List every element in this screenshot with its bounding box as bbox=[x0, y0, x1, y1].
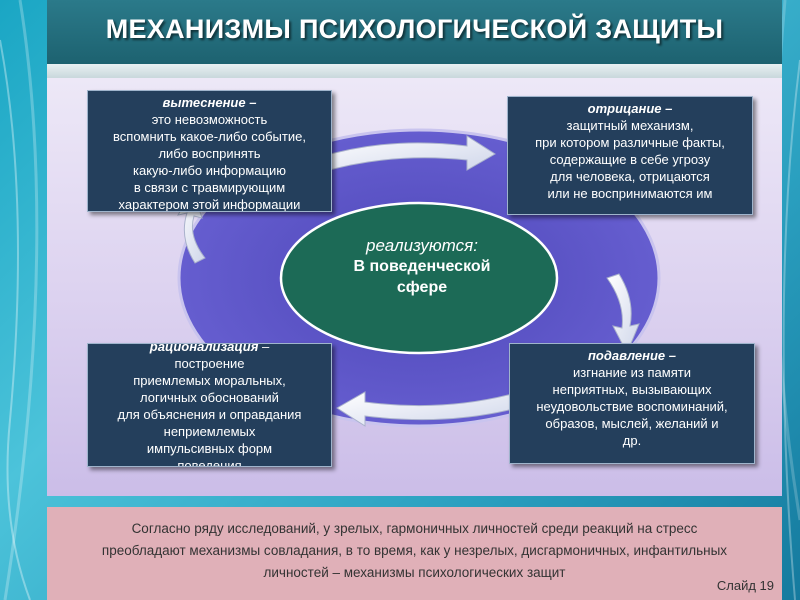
box-line: при котором различные факты, bbox=[535, 135, 725, 150]
arrow-right bbox=[606, 273, 640, 355]
footer-line: личностей – механизмы психологических за… bbox=[263, 565, 566, 580]
center-label: реализуются: В поведенческой сфере bbox=[283, 235, 561, 298]
slide-title: МЕХАНИЗМЫ ПСИХОЛОГИЧЕСКОЙ ЗАЩИТЫ bbox=[105, 14, 724, 44]
box-denial: отрицание – защитный механизм, при котор… bbox=[507, 96, 753, 215]
footer-line: Согласно ряду исследований, у зрелых, га… bbox=[131, 521, 698, 536]
box-line: вспомнить какое-либо событие, bbox=[113, 129, 306, 144]
box-line: изгнание из памяти bbox=[573, 365, 691, 380]
title-stripe bbox=[47, 64, 782, 78]
arrow-top bbox=[316, 135, 496, 173]
box-repression: вытеснение – это невозможность вспомнить… bbox=[87, 90, 332, 212]
title-bar bbox=[47, 0, 782, 64]
box-line: или не воспринимаются им bbox=[547, 186, 713, 201]
box-line: др. bbox=[622, 433, 642, 448]
box-line: для объяснения и оправдания bbox=[117, 407, 302, 422]
box-term: подавление – bbox=[587, 348, 676, 363]
box-line: приемлемых моральных, bbox=[133, 373, 286, 388]
arrow-bottom bbox=[336, 391, 518, 427]
box-term-suffix: – bbox=[258, 343, 270, 354]
box-line: содержащие в себе угрозу bbox=[549, 152, 711, 167]
box-term-line: рационализация – bbox=[88, 343, 331, 355]
box-line: это невозможность bbox=[151, 112, 268, 127]
center-line: сфере bbox=[396, 279, 448, 296]
box-line: для человека, отрицаются bbox=[550, 169, 710, 184]
box-line: образов, мыслей, желаний и bbox=[545, 416, 719, 431]
box-term: отрицание – bbox=[587, 101, 673, 116]
box-line: в связи с травмирующим bbox=[133, 180, 286, 195]
box-line: какую-либо информацию bbox=[133, 163, 286, 178]
box-line: поведения bbox=[177, 458, 242, 467]
box-line: защитный механизм, bbox=[566, 118, 694, 133]
footer-panel bbox=[47, 507, 782, 600]
center-line: В поведенческой bbox=[353, 258, 491, 275]
box-line: неудовольствие воспоминаний, bbox=[536, 399, 728, 414]
center-lead: реализуются: bbox=[366, 236, 478, 255]
box-term: рационализация bbox=[149, 343, 259, 354]
box-line: неприемлемых bbox=[163, 424, 256, 439]
box-line: характером этой информации bbox=[118, 197, 301, 212]
box-line: импульсивных форм bbox=[146, 441, 273, 456]
box-line: неприятных, вызывающих bbox=[552, 382, 712, 397]
footer-line: преобладают механизмы совладания, в то в… bbox=[101, 543, 728, 558]
box-rationalization: рационализация – построение приемлемых м… bbox=[87, 343, 332, 467]
center-ellipse bbox=[279, 201, 559, 355]
box-line: либо воспринять bbox=[158, 146, 261, 161]
box-line: построение bbox=[174, 356, 245, 371]
slide-number: Слайд 19 bbox=[716, 578, 774, 593]
box-suppression: подавление – изгнание из памяти неприятн… bbox=[509, 343, 755, 464]
box-line: логичных обоснований bbox=[140, 390, 279, 405]
box-term: вытеснение – bbox=[162, 95, 257, 110]
footer-text: Согласно ряду исследований, у зрелых, га… bbox=[58, 518, 771, 584]
